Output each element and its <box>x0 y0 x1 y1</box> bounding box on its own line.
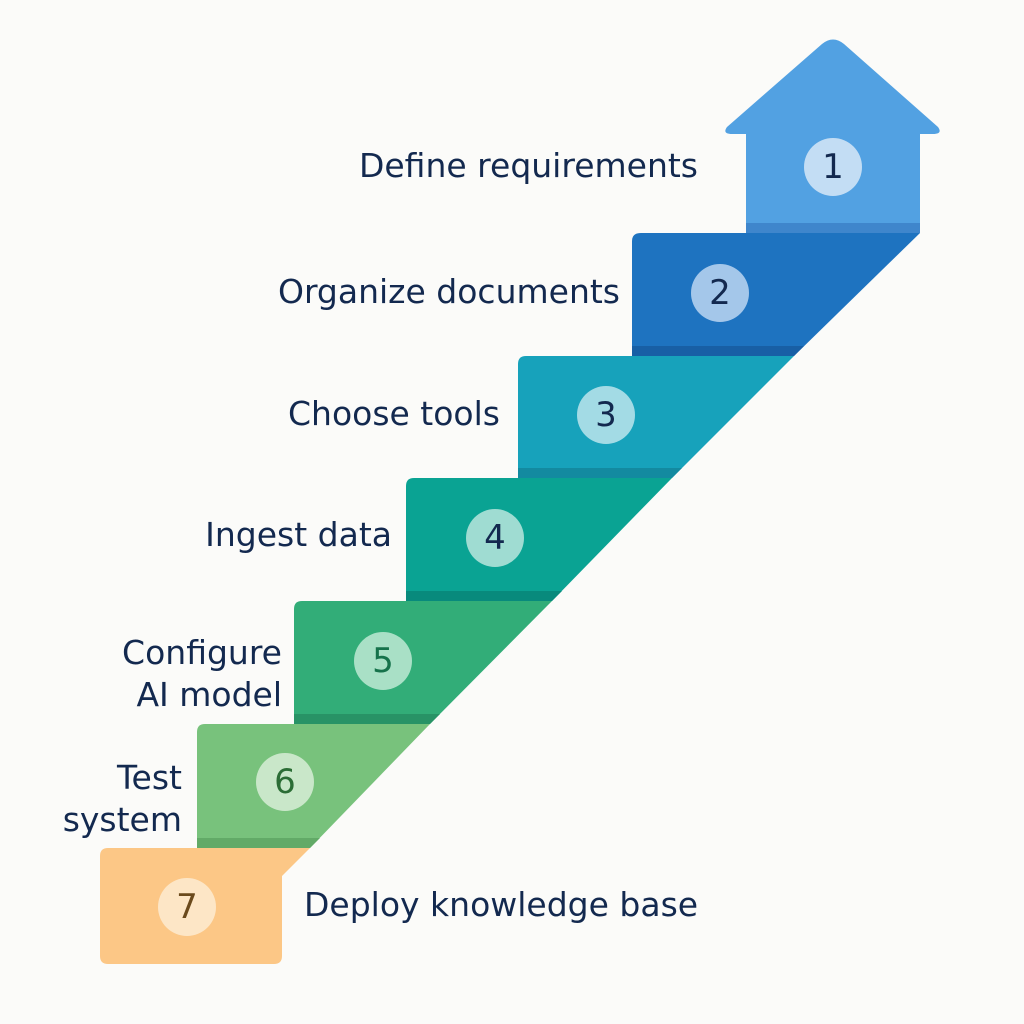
step-6-badge <box>256 753 314 811</box>
step-6-number: 6 <box>274 762 296 802</box>
step-3-label-line: Choose tools <box>287 394 500 433</box>
step-1-label-line: Define requirements <box>358 146 698 185</box>
step-2-label: Organize documents <box>278 271 620 313</box>
step-4-number: 4 <box>484 518 506 558</box>
step-3-number: 3 <box>595 395 617 435</box>
step-5-label-line-2: AI model <box>136 675 282 714</box>
step-6-shade <box>197 838 320 848</box>
step-4-block <box>406 478 672 601</box>
step-5-label-line-1: Configure <box>122 633 282 672</box>
step-2-label-line: Organize documents <box>277 272 620 311</box>
step-7-label-line: Deploy knowledge base <box>304 885 699 924</box>
step-5-block <box>294 601 552 724</box>
step-2-block <box>632 233 920 356</box>
step-1-label: Define requirements <box>359 145 698 187</box>
step-4-badge <box>466 509 524 567</box>
step-6-label-line-2: system <box>62 800 182 839</box>
step-2-number: 2 <box>709 273 731 313</box>
step-5-number: 5 <box>372 641 394 681</box>
step-1-shade <box>746 223 920 233</box>
step-5-badge <box>354 632 412 690</box>
step-3-label: Choose tools <box>288 393 500 435</box>
step-4-label-line: Ingest data <box>205 515 392 554</box>
step-3-shade <box>518 468 682 478</box>
step-6-label-line-1: Test <box>117 758 182 797</box>
step-6-label: Test system <box>63 757 182 841</box>
step-3-badge <box>577 386 635 444</box>
step-1-badge <box>804 138 862 196</box>
step-1-number: 1 <box>822 147 844 187</box>
step-7-label: Deploy knowledge base <box>304 884 698 926</box>
step-4-label: Ingest data <box>205 514 392 556</box>
step-3-block <box>518 356 794 478</box>
step-7-number: 7 <box>176 887 198 927</box>
step-5-shade <box>294 714 440 724</box>
step-2-badge <box>691 264 749 322</box>
step-4-shade <box>406 591 562 601</box>
step-5-label: Configure AI model <box>122 632 282 716</box>
step-1-arrow-block <box>725 39 940 233</box>
step-2-shade <box>632 346 804 356</box>
step-7-badge <box>158 878 216 936</box>
